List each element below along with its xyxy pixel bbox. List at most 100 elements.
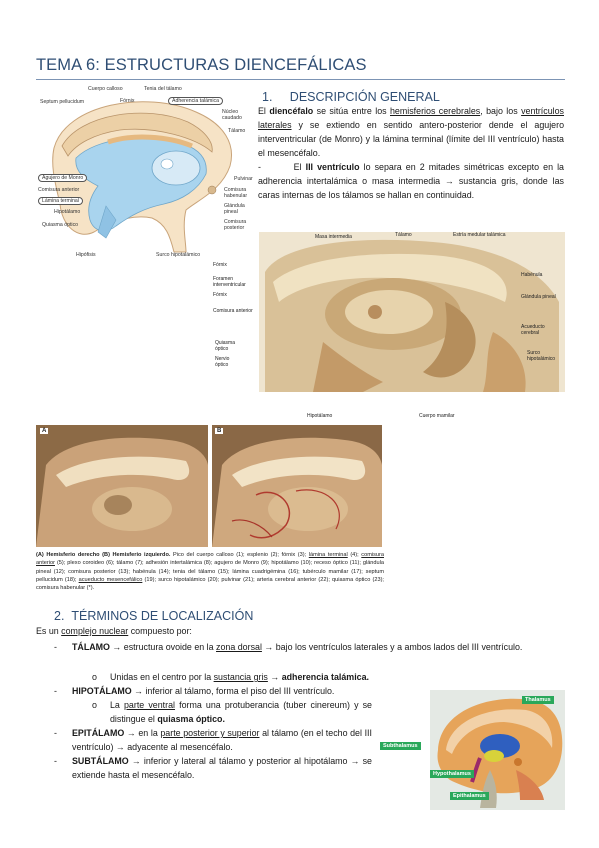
title-divider	[36, 79, 565, 80]
text-run: parte posterior y superior	[160, 728, 260, 738]
section1-paragraph-1: El diencéfalo se sitúa entre los hemisfe…	[258, 104, 564, 160]
diencephalon-color-figure: Thalamus Subthalamus Hypothalamus Epitha…	[380, 690, 565, 810]
label-adherencia: Adherencia talámica	[168, 97, 224, 105]
text-run: El	[258, 106, 270, 116]
label-hypothalamus: Hypothalamus	[430, 770, 474, 778]
list-item: SUBTÁLAMO → inferior y lateral al tálamo…	[72, 754, 372, 782]
list-item: Unidas en el centro por la sustancia gri…	[110, 670, 530, 684]
text-run: → estructura ovoide en la	[109, 642, 217, 652]
section1-heading: 1. DESCRIPCIÓN GENERAL	[262, 90, 440, 104]
label-thalamus: Thalamus	[522, 696, 554, 704]
label-talamo-photo: Tálamo	[395, 232, 412, 238]
list-item: La parte ventral forma una protuberancia…	[110, 698, 372, 726]
label-pulvinar: Pulvinar	[234, 176, 253, 182]
text-run: TÁLAMO	[72, 642, 110, 652]
text-run: diencéfalo	[269, 106, 314, 116]
label-epithalamus: Epithalamus	[450, 792, 489, 800]
label-subthalamus: Subthalamus	[380, 742, 421, 750]
label-agujero-monro: Agujero de Monro	[38, 174, 88, 182]
label-surco-photo: Surco hipotalámico	[527, 350, 556, 362]
text-run: hemisferios cerebrales	[390, 106, 481, 116]
list-bullet: -	[54, 728, 57, 738]
label-masa-intermedia: Masa intermedia	[315, 234, 352, 240]
text-run: Pico del cuerpo calloso (1); esplenio (2…	[170, 552, 309, 558]
text-run: lo separa en 2 mitades simétricas except…	[258, 162, 564, 200]
text-run: III ventrículo	[305, 162, 360, 172]
text-run: (5); plexo coroideo (6); tálamo (7); adh…	[36, 560, 384, 583]
diencephalon-schematic-figure: Cuerpo calloso Tenia del tálamo Septum p…	[36, 86, 258, 260]
label-fornix-top: Fórnix	[213, 262, 227, 268]
text-run: sustancia gris	[213, 672, 268, 682]
text-run: → bajo los ventrículos laterales y a amb…	[261, 642, 523, 652]
text-run: se sitúa entre los	[313, 106, 390, 116]
list-bullet: -	[54, 756, 57, 766]
label-tenia-talamo: Tenia del tálamo	[144, 86, 182, 92]
label-fornix-photo: Fórnix	[213, 292, 227, 298]
label-talamo: Tálamo	[228, 128, 246, 134]
hemispheres-photo-figure: A B	[36, 425, 382, 547]
text-run: EPITÁLAMO	[72, 728, 125, 738]
text-run: (A) Hemisferio derecho (B) Hemisferio iz…	[36, 552, 171, 558]
text-run: zona dorsal	[216, 642, 262, 652]
diencephalon-color-drawing	[430, 690, 565, 810]
label-quiasma-photo: Quiasma óptico	[215, 340, 236, 352]
label-nervio-optico: Nervio óptico	[215, 356, 230, 368]
list-item: HIPOTÁLAMO → inferior al tálamo, forma e…	[72, 684, 392, 698]
text-run: adherencia talámica.	[281, 672, 370, 682]
text-run: complejo nuclear	[61, 626, 129, 636]
list-item: EPITÁLAMO → en la parte posterior y supe…	[72, 726, 372, 754]
panel-b-label: B	[215, 428, 224, 434]
label-surco-hipotalamico: Surco hipotalámico	[156, 252, 201, 258]
list-bullet: -	[54, 686, 57, 696]
section2-heading: 2. TÉRMINOS DE LOCALIZACIÓN	[54, 609, 254, 623]
label-glandula-pineal-photo: Glándula pineal	[521, 294, 556, 300]
text-run: (4);	[347, 552, 362, 558]
label-comisura-posterior: Comisura posterior	[224, 219, 247, 231]
text-run: Es un	[36, 626, 62, 636]
list-bullet: o	[92, 672, 97, 682]
text-run: quiasma óptico.	[157, 714, 225, 724]
text-run: parte ventral	[124, 700, 175, 710]
text-run: al tálamo (en el techo del III ventrícul…	[72, 728, 372, 752]
sagittal-section-photo-figure: Masa intermedia Tálamo Estría medular ta…	[213, 232, 565, 422]
text-run: → inferior al tálamo, forma el piso del …	[131, 686, 335, 696]
text-run: La	[110, 700, 124, 710]
label-glandula-pineal: Glándula pineal	[224, 203, 245, 215]
text-run: y se extiendo en sentido antero-posterio…	[258, 120, 564, 158]
label-hipofisis: Hipófisis	[76, 252, 96, 258]
page-title: TEMA 6: ESTRUCTURAS DIENCEFÁLICAS	[36, 56, 367, 74]
label-comisura-anterior: Comisura anterior	[38, 187, 80, 193]
label-septum: Septum pellucidum	[40, 99, 85, 105]
text-run: HIPOTÁLAMO	[72, 686, 132, 696]
section2-intro: Es un complejo nuclear compuesto por:	[36, 624, 456, 638]
text-run: ventrículos laterales	[258, 106, 564, 130]
text-run: forma una protuberancia (tuber cinereum)…	[110, 700, 372, 724]
hemispheres-photo-drawing	[36, 425, 382, 547]
text-run: (19); surco hipotalámico (20); pulvinar …	[36, 576, 384, 592]
diencephalon-schematic-drawing	[52, 101, 232, 253]
label-comisura-habenular: Comisura habenular	[224, 187, 248, 199]
label-habenula: Habénula	[521, 272, 543, 278]
panel-a-label: A	[40, 428, 49, 434]
text-run: SUBTÁLAMO	[72, 756, 129, 766]
label-cuerpo-calloso: Cuerpo calloso	[88, 86, 123, 92]
list-bullet: -	[54, 642, 57, 652]
label-hipotalamo-photo: Hipotálamo	[307, 413, 333, 419]
label-fornix: Fórnix	[120, 98, 135, 104]
label-estria-medular: Estría medular talámica	[453, 232, 506, 238]
label-quiasma: Quiasma óptico	[42, 222, 79, 228]
sagittal-section-photo-drawing	[259, 232, 565, 392]
section1-paragraph-2: - El III ventrículo lo separa en 2 mitad…	[258, 160, 564, 202]
text-run: , bajo los	[480, 106, 522, 116]
label-hipotalamo: Hipotálamo	[54, 209, 81, 215]
text-run: - El	[258, 162, 306, 172]
figure3-caption: (A) Hemisferio derecho (B) Hemisferio iz…	[36, 551, 384, 592]
text-run: Unidas en el centro por la	[110, 672, 214, 682]
text-run: lámina terminal	[308, 552, 348, 558]
label-cuerpo-mamilar: Cuerpo mamilar	[419, 413, 455, 419]
list-bullet: o	[92, 700, 97, 710]
label-acueducto: Acueducto cerebral	[521, 324, 545, 336]
label-lamina-terminal: Lámina terminal	[38, 197, 83, 205]
text-run: → inferior y lateral al tálamo y posteri…	[72, 756, 372, 780]
label-nucleo-caudado: Núcleo caudado	[222, 109, 242, 121]
